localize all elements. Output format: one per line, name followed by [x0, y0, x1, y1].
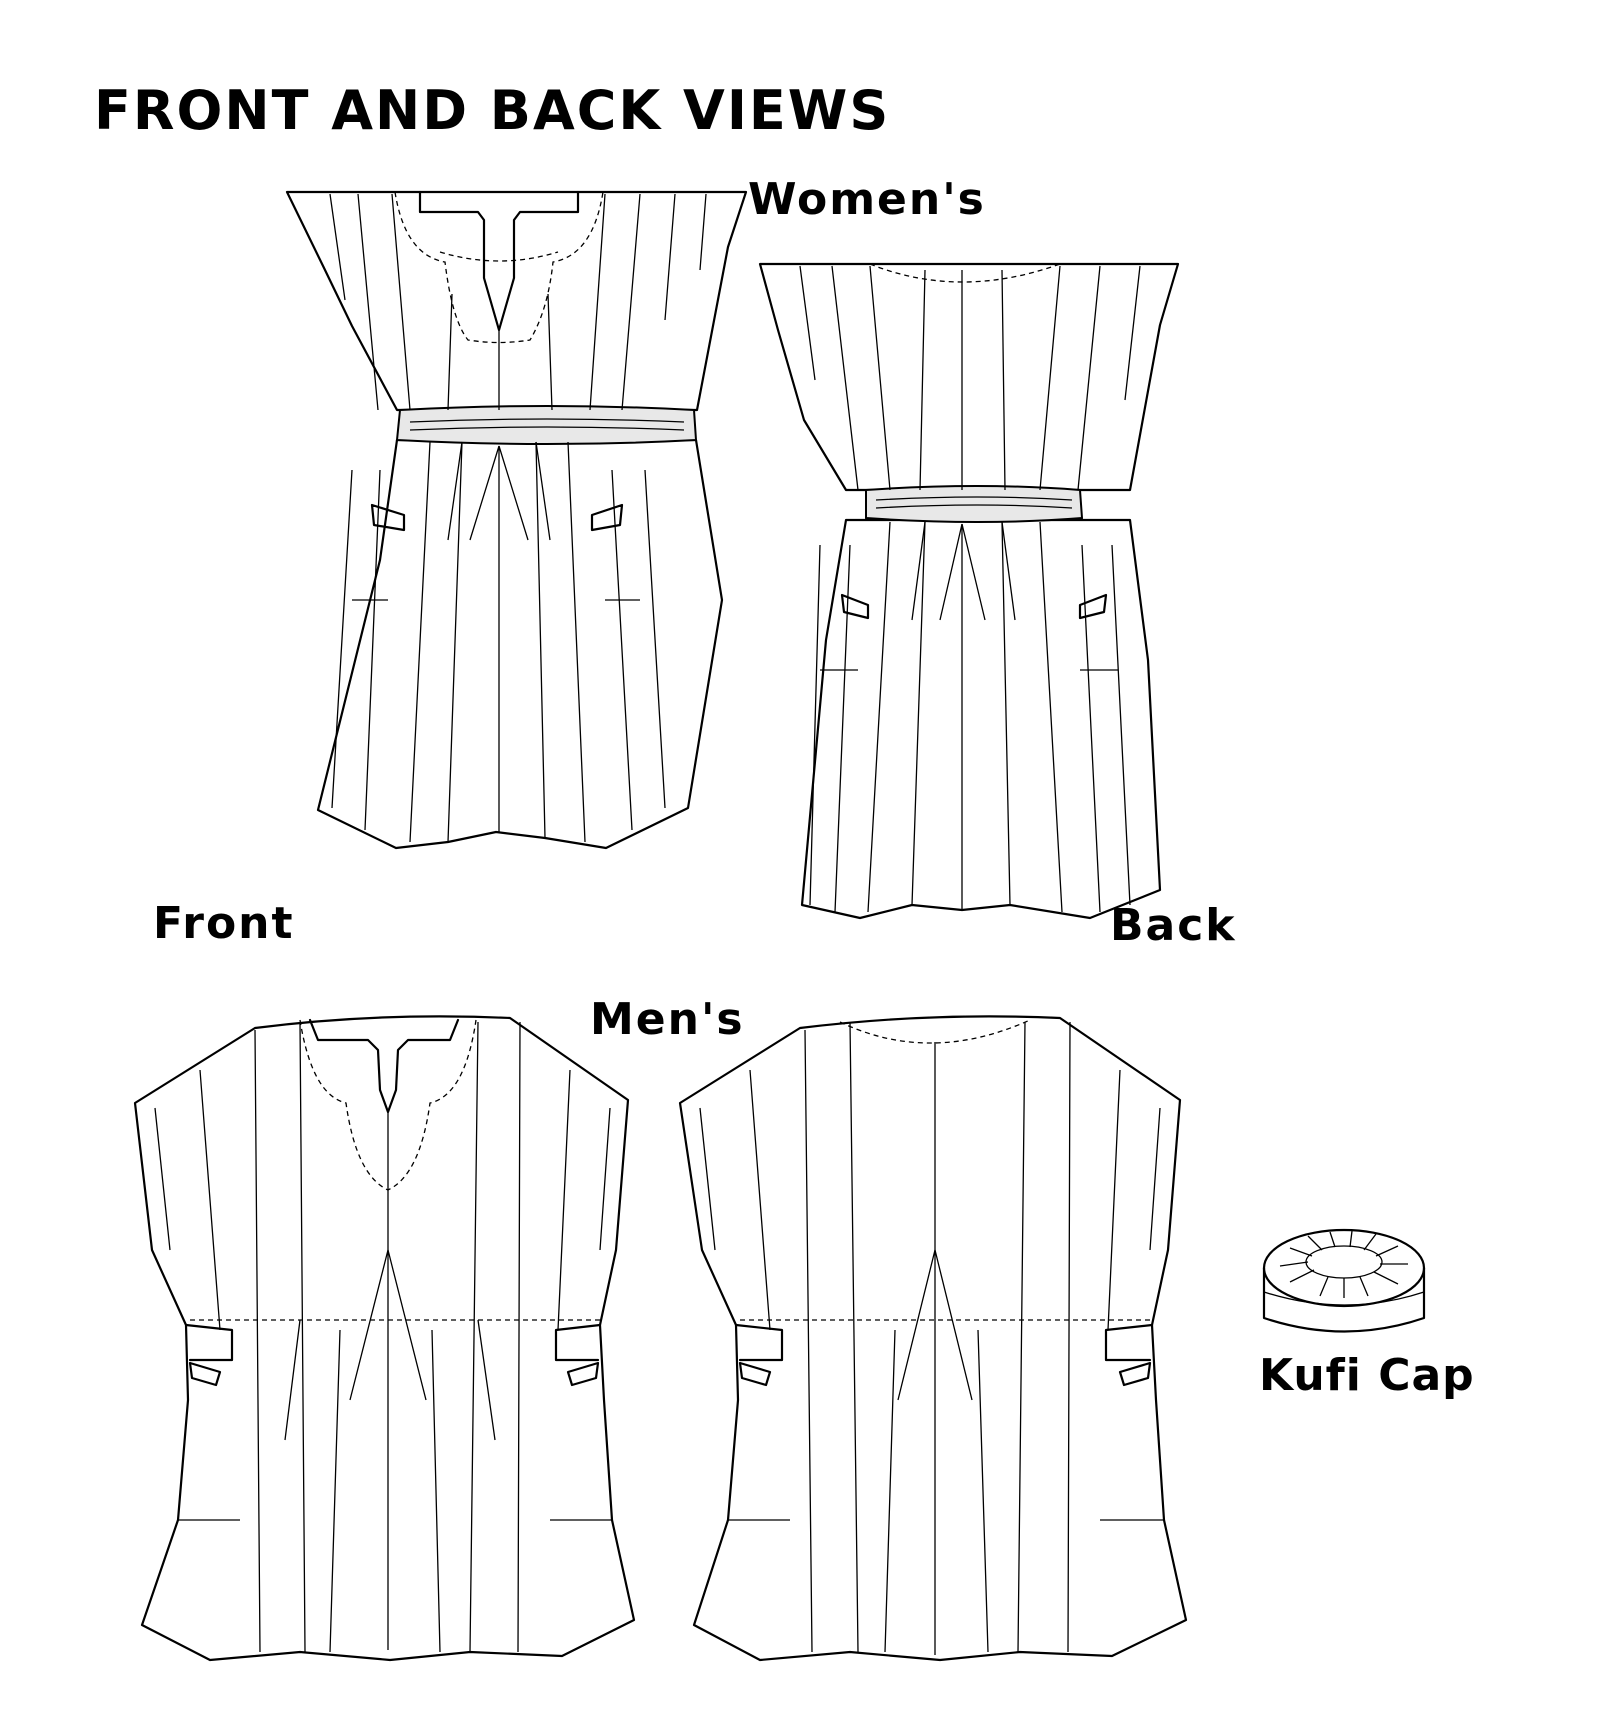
page-title: FRONT AND BACK VIEWS: [94, 79, 891, 142]
mens-front-tunic-illustration: [133, 1015, 636, 1662]
kufi-cap-illustration: [1262, 1228, 1426, 1333]
mens-label: Men's: [590, 994, 745, 1045]
back-label: Back: [1110, 900, 1237, 951]
womens-label: Women's: [748, 174, 986, 225]
womens-front-dress-illustration: [285, 190, 748, 850]
kufi-cap-label: Kufi Cap: [1259, 1350, 1475, 1401]
front-label: Front: [153, 898, 295, 949]
womens-back-dress-illustration: [758, 262, 1180, 920]
mens-back-tunic-illustration: [678, 1015, 1188, 1662]
